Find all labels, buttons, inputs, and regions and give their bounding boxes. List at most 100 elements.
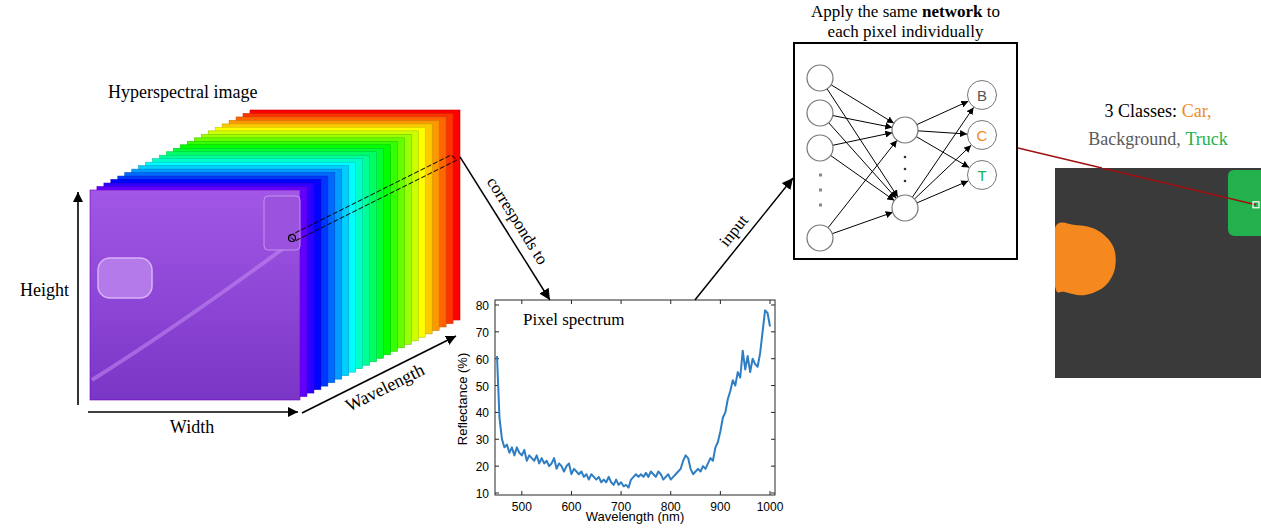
node-heading: 3 Classes: <box>1105 101 1178 122</box>
edge-label-box: corresponds to <box>482 174 552 269</box>
neuron <box>892 195 918 221</box>
tick-mark <box>495 493 499 494</box>
tick-mark <box>670 491 671 495</box>
axis-title: Wavelength (nm) <box>586 509 685 524</box>
tick-mark <box>771 412 775 413</box>
weight-arrow <box>829 123 897 199</box>
segmentation-map: 3 Classes:Car,Background,Truck <box>1055 168 1261 378</box>
node-heading: Pixel spectrum <box>523 310 625 330</box>
tick-label: 50 <box>476 380 489 394</box>
tick-label: 30 <box>476 433 489 447</box>
label-box: 80 <box>476 296 489 314</box>
tick-mark <box>495 466 499 467</box>
node-heading: Apply the same <box>811 2 918 22</box>
tick-label: 40 <box>476 406 489 420</box>
tick-mark <box>521 300 522 304</box>
weight-arrow <box>832 212 892 233</box>
weight-arrow <box>827 89 898 197</box>
label-box: 40 <box>476 403 489 421</box>
output-neuron: T <box>967 160 997 190</box>
pixel-square <box>1253 202 1259 208</box>
weight-arrow <box>918 131 967 134</box>
label-box: Width <box>170 417 214 438</box>
weight-arrow <box>917 101 969 124</box>
truck-figure <box>264 196 300 250</box>
neuron <box>807 100 833 126</box>
axis-title: Reflectance (%) <box>455 353 470 445</box>
label-box: Height <box>20 280 69 301</box>
label-box: 600 <box>561 497 581 515</box>
tick-label: 10 <box>476 487 489 501</box>
car-figure <box>98 258 152 298</box>
heading: Apply the samenetworktoeach pixel indivi… <box>776 2 1036 42</box>
tick-mark <box>771 304 775 305</box>
tick-mark <box>771 385 775 386</box>
tick-label: 500 <box>512 500 532 514</box>
ellipsis-dot <box>904 180 907 183</box>
label-box: 70 <box>476 323 489 341</box>
pixel-column <box>289 155 457 241</box>
width-axis-arrow <box>88 411 298 413</box>
node-heading: Car, <box>1182 101 1212 122</box>
tick-label: 20 <box>476 460 489 474</box>
tick-mark <box>771 358 775 359</box>
weight-arrow <box>833 116 893 128</box>
tick-mark <box>571 300 572 304</box>
tick-mark <box>670 300 671 304</box>
label-box: 30 <box>476 430 489 448</box>
tick-label: 70 <box>476 326 489 340</box>
tick-mark <box>521 491 522 495</box>
heading: 3 Classes:Car,Background,Truck <box>1063 98 1253 154</box>
truck-region <box>1228 170 1261 236</box>
height-axis-arrow <box>77 192 79 405</box>
node-heading: each pixel individually <box>828 22 984 42</box>
neuron <box>807 65 833 91</box>
connector <box>695 178 793 300</box>
weight-arrow <box>831 155 895 200</box>
network-box: BCTApply the samenetworktoeach pixel ind… <box>793 42 1018 260</box>
tick-label: 1000 <box>757 500 784 514</box>
tick-label: 80 <box>476 299 489 313</box>
label-box: 50 <box>476 377 489 395</box>
label-box: 60 <box>476 350 489 368</box>
tick-mark <box>621 300 622 304</box>
weight-arrow <box>833 133 893 146</box>
tick-mark <box>770 491 771 495</box>
road <box>92 236 300 380</box>
spectral-band <box>90 190 300 400</box>
tick-mark <box>571 491 572 495</box>
plot-frame <box>495 300 775 495</box>
spectrum-plot <box>495 300 775 495</box>
ellipsis-dot <box>819 174 822 177</box>
node-heading: to <box>987 2 1000 22</box>
tick-mark <box>771 466 775 467</box>
edge-label-box: input <box>715 211 752 251</box>
tick-mark <box>495 439 499 440</box>
tick-mark <box>771 493 775 494</box>
weight-arrow <box>914 145 971 199</box>
tick-mark <box>771 331 775 332</box>
class-letter: T <box>977 167 986 184</box>
pixel-marker <box>289 235 296 242</box>
axis-label: Wavelength <box>342 359 428 416</box>
car-region <box>1055 222 1116 295</box>
connector <box>460 157 550 300</box>
node-heading: network <box>922 2 982 22</box>
label-box: Wavelength <box>342 359 428 416</box>
axis-label: Height <box>20 280 69 301</box>
neuron <box>892 117 918 143</box>
label-box: 20 <box>476 457 489 475</box>
tick-label: 60 <box>476 353 489 367</box>
tick-label: 900 <box>710 500 730 514</box>
ellipsis-dot <box>904 156 907 159</box>
output-neuron: B <box>967 80 997 110</box>
segmentation-image <box>1055 168 1261 378</box>
spectrum-plot-node: Pixel spectrum <box>495 300 775 495</box>
label-box: 10 <box>476 484 489 502</box>
node-heading: Hyperspectral image <box>108 82 257 103</box>
label-box: 1000 <box>757 497 784 515</box>
tick-mark <box>621 491 622 495</box>
